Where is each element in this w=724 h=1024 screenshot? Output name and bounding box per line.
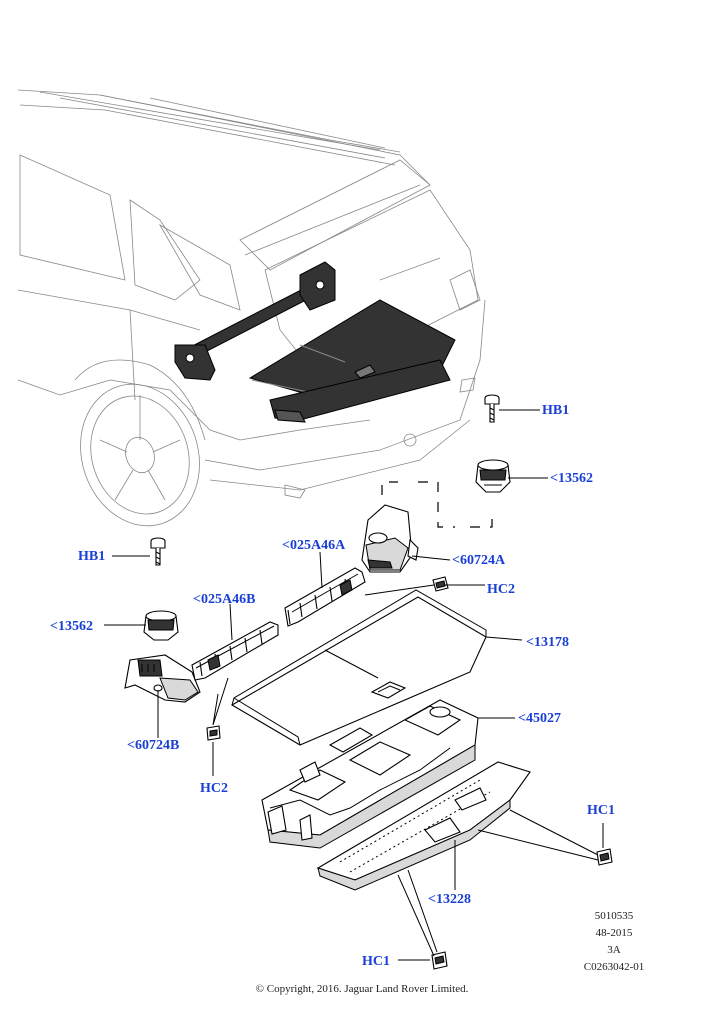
callout-13228: <13228 (428, 892, 471, 907)
callout-13178: <13178 (526, 635, 569, 650)
callout-025a46a: <025A46A (282, 538, 346, 553)
scuff-plate-13228 (316, 761, 531, 891)
callout-60724b: <60724B (127, 738, 180, 753)
callout-hc1-right: HC1 (587, 803, 615, 818)
reference-line-2: 48-2015 (595, 927, 633, 939)
callout-hb1-left: HB1 (78, 549, 106, 564)
reference-line-1: 5010535 (594, 910, 634, 922)
grommet-13562-right (475, 459, 511, 493)
assembly-dashed-line (381, 481, 493, 528)
grommet-13562-left (143, 610, 179, 641)
rail-025a46b (191, 621, 279, 681)
callout-hc1-bottom: HC1 (362, 954, 390, 969)
trim-panel-60724a (361, 504, 419, 573)
reference-block: 5010535 48-2015 3A C0263042-01 (574, 908, 654, 976)
callout-hc2-bottom: HC2 (200, 781, 228, 796)
callout-60724a: <60724A (452, 553, 506, 568)
callout-025a46b: <025A46B (193, 592, 256, 607)
storage-tray-45027 (261, 699, 479, 849)
load-floor-13178 (230, 589, 487, 746)
clip-hc1-bottom (431, 951, 448, 970)
clip-hc1-right (596, 848, 613, 866)
vehicle-outline (17, 89, 486, 527)
callout-13562-left: <13562 (50, 619, 93, 634)
copyright-notice: © Copyright, 2016. Jaguar Land Rover Lim… (255, 983, 469, 995)
trim-panel-60724b (124, 654, 201, 703)
installed-assembly (174, 261, 456, 423)
bolt-hb1-left (150, 537, 166, 566)
callout-hb1-right: HB1 (542, 403, 570, 418)
rail-025a46a (284, 567, 366, 627)
leader-lines (104, 409, 604, 961)
clip-hc2-bottom (206, 725, 221, 741)
reference-line-3: 3A (607, 944, 621, 956)
callout-13562-right: <13562 (550, 471, 593, 486)
clip-hc2-top (432, 576, 449, 592)
bolt-hb1-right (484, 394, 500, 423)
callout-hc2-top: HC2 (487, 582, 515, 597)
callout-45027: <45027 (518, 711, 561, 726)
reference-line-4: C0263042-01 (583, 961, 645, 973)
